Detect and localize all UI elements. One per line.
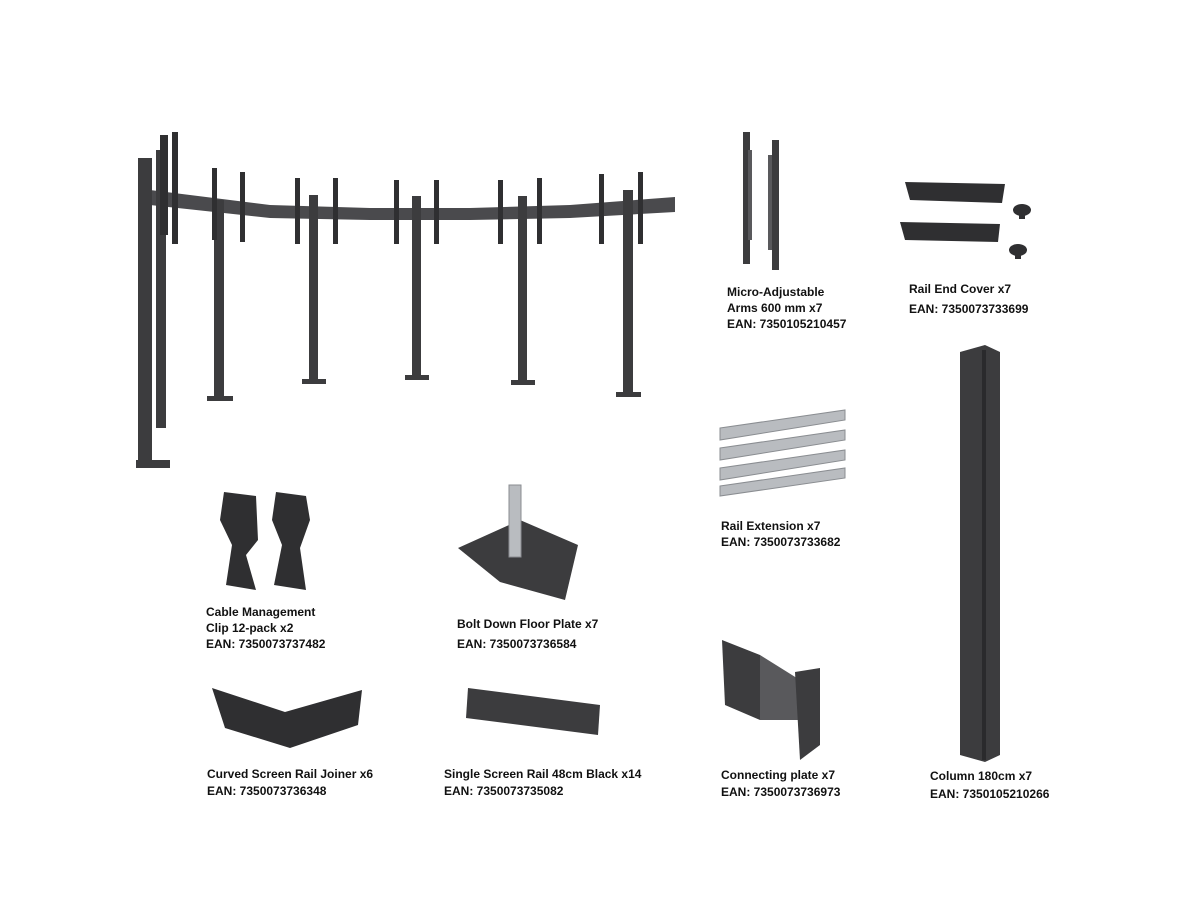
part-ean: EAN: 7350073736584 bbox=[457, 637, 577, 651]
single-rail-label: Single Screen Rail 48cm Black x14 EAN: 7… bbox=[444, 766, 641, 800]
part-name: Column 180cm x7 bbox=[930, 769, 1033, 783]
rail-end-cover-label: Rail End Cover x7 EAN: 7350073733699 bbox=[909, 279, 1028, 319]
floor-plate-label: Bolt Down Floor Plate x7 EAN: 7350073736… bbox=[457, 614, 598, 654]
rail-extension-illustration bbox=[719, 409, 846, 497]
part-name: Micro-Adjustable bbox=[727, 285, 825, 299]
curved-joiner-illustration bbox=[212, 688, 362, 748]
part-name: Rail End Cover x7 bbox=[909, 282, 1012, 296]
part-ean: EAN: 7350073733682 bbox=[721, 535, 841, 549]
part-name: Arms 600 mm x7 bbox=[727, 301, 823, 315]
connecting-plate-illustration bbox=[722, 640, 820, 760]
part-ean: EAN: 7350105210457 bbox=[727, 317, 847, 331]
part-ean: EAN: 7350073736348 bbox=[207, 784, 327, 798]
part-name: Curved Screen Rail Joiner x6 bbox=[207, 767, 374, 781]
part-ean: EAN: 7350073737482 bbox=[206, 637, 326, 651]
column-label: Column 180cm x7 EAN: 7350105210266 bbox=[930, 767, 1049, 803]
rail-end-cover-illustration bbox=[900, 182, 1031, 259]
part-name: Single Screen Rail 48cm Black x14 bbox=[444, 767, 642, 781]
part-ean: EAN: 7350073735082 bbox=[444, 784, 564, 798]
assembled-stand-illustration bbox=[136, 132, 675, 468]
part-name: Bolt Down Floor Plate x7 bbox=[457, 617, 599, 631]
part-name: Rail Extension x7 bbox=[721, 519, 821, 533]
part-name: Connecting plate x7 bbox=[721, 768, 836, 782]
micro-arms-illustration bbox=[743, 132, 779, 270]
column-illustration bbox=[960, 345, 1000, 762]
cable-clip-label: Cable Management Clip 12-pack x2 EAN: 73… bbox=[206, 604, 325, 652]
part-ean: EAN: 7350073736973 bbox=[721, 785, 841, 799]
part-ean: EAN: 7350105210266 bbox=[930, 787, 1050, 801]
part-ean: EAN: 7350073733699 bbox=[909, 302, 1029, 316]
connecting-plate-label: Connecting plate x7 EAN: 7350073736973 bbox=[721, 767, 840, 801]
single-rail-illustration bbox=[466, 688, 600, 735]
floor-plate-illustration bbox=[458, 484, 578, 600]
curved-joiner-label: Curved Screen Rail Joiner x6 EAN: 735007… bbox=[207, 766, 373, 800]
cable-clip-illustration bbox=[220, 492, 310, 590]
micro-arms-label: Micro-Adjustable Arms 600 mm x7 EAN: 735… bbox=[727, 284, 846, 332]
part-name: Clip 12-pack x2 bbox=[206, 621, 294, 635]
rail-extension-label: Rail Extension x7 EAN: 7350073733682 bbox=[721, 518, 840, 550]
part-name: Cable Management bbox=[206, 605, 316, 619]
